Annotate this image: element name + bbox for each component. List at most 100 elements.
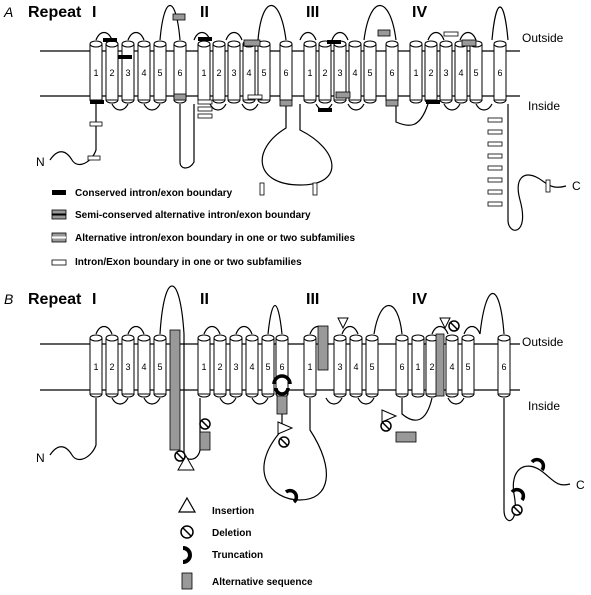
- helix-a-iii-1: 1: [303, 40, 317, 104]
- subfamily-boundary-marker: [545, 179, 551, 193]
- legend-b-label-alternative-sequence: Alternative sequence: [212, 577, 313, 588]
- n-terminus-a: N: [36, 155, 45, 169]
- subfamily-boundary-marker: [87, 155, 101, 161]
- legend-a-item-conserved: Conserved intron/exon boundary: [52, 188, 233, 199]
- helix-a-iv-2: 2: [424, 40, 438, 104]
- helix-b-iii-4-label: 4: [353, 362, 358, 372]
- helix-b-ii-3: 3: [229, 334, 243, 398]
- helix-a-i-2-label: 2: [109, 68, 114, 78]
- helix-b-iii-6: 6: [275, 334, 289, 398]
- legend-a-label-semi-conserved: Semi-conserved alternative intron/exon b…: [75, 210, 311, 221]
- helix-a-ii-6-label: 6: [177, 68, 182, 78]
- insertion-marker-icon: [277, 421, 294, 435]
- alternative-boundary-marker: [243, 39, 261, 47]
- helix-a-iv-2-label: 2: [428, 68, 433, 78]
- boundary-markers-a: [87, 13, 551, 207]
- helix-a-iii-2: 2: [318, 40, 332, 104]
- subfamily-boundary-marker: [247, 94, 263, 100]
- repeat-b-iv-label: IV: [412, 291, 427, 308]
- repeat-b-i-helices: 1 2 3 4 5: [89, 334, 167, 398]
- helix-a-iv-6-label: 6: [389, 68, 394, 78]
- helix-a-iv-4: 4: [454, 40, 468, 104]
- helix-b-ii-2-label: 2: [217, 362, 222, 372]
- repeat-a-i-label: I: [92, 4, 96, 21]
- deletion-marker-icon: [448, 320, 460, 332]
- helix-b-i-1-label: 1: [93, 362, 98, 372]
- helix-a-iii-5: 5: [363, 40, 377, 104]
- subfamily-boundary-marker: [259, 182, 265, 196]
- helix-a-i-1: 1: [89, 40, 103, 104]
- helix-a-iv-5-label: 5: [473, 68, 478, 78]
- insertion-marker-icon: [439, 317, 451, 330]
- helix-b-iii-1: 1: [303, 334, 317, 398]
- panel-a-letter: A: [3, 4, 13, 20]
- helix-a-i-2: 2: [105, 40, 119, 104]
- helix-a-i-3: 3: [121, 40, 135, 104]
- helix-b-ii-1-label: 1: [201, 362, 206, 372]
- c-terminus-b: C: [576, 478, 585, 492]
- subfamily-boundary-marker: [487, 189, 503, 195]
- repeat-b-iii-label: III: [306, 291, 319, 308]
- helix-b-iv-5-label: 5: [465, 362, 470, 372]
- conserved-boundary-marker: [118, 55, 132, 59]
- truncation-marker-icon: [284, 488, 299, 504]
- legend-a-label-subfamily: Intron/Exon boundary in one or two subfa…: [75, 257, 302, 268]
- semi-conserved-boundary-marker: [385, 99, 399, 107]
- deletion-marker-icon: [511, 504, 523, 516]
- deletion-marker-icon: [380, 420, 392, 432]
- panel-b-repeat-title: Repeat: [28, 291, 82, 308]
- helix-b-iii-5: 5: [365, 334, 379, 398]
- deletion-marker-icon: [199, 418, 211, 430]
- c-terminus-a: C: [572, 179, 581, 193]
- helix-b-iv-5: 5: [461, 334, 475, 398]
- truncation-marker-icon: [510, 487, 526, 502]
- helix-b-i-4: 4: [137, 334, 151, 398]
- truncation-marker-icon: [272, 374, 292, 385]
- subfamily-boundary-marker: [197, 113, 213, 119]
- helix-b-ii-5: 5: [261, 334, 275, 398]
- panel-a: A Repeat I II III IV Outside Inside: [3, 4, 581, 268]
- helix-b-ii-4-label: 4: [249, 362, 254, 372]
- outside-label-b: Outside: [522, 335, 564, 349]
- conserved-boundary-marker: [198, 37, 212, 41]
- backbone-b: [49, 285, 571, 522]
- alternative-boundary-marker: [335, 91, 351, 99]
- helix-a-i-5: 5: [153, 40, 167, 104]
- helix-a-iv-6b-label: 6: [497, 68, 502, 78]
- helix-a-ii-4: 4: [242, 40, 256, 104]
- helix-b-i-2: 2: [105, 334, 119, 398]
- alternative-sequence-marker: [276, 395, 288, 415]
- helix-b-i-3-label: 3: [125, 362, 130, 372]
- helix-a-iii-4-label: 4: [352, 68, 357, 78]
- alternative-sequence-marker: [169, 329, 181, 451]
- inside-label-b: Inside: [528, 399, 560, 413]
- conserved-boundary-marker: [426, 100, 440, 104]
- subfamily-boundary-marker: [487, 141, 503, 147]
- helix-b-ii-5-label: 5: [265, 362, 270, 372]
- helix-b-ii-1: 1: [197, 334, 211, 398]
- conserved-boundary-marker: [90, 100, 104, 104]
- conserved-boundary-marker: [318, 108, 332, 112]
- helix-a-ii-1-label: 1: [201, 68, 206, 78]
- helix-a-ii-6: 6: [173, 40, 187, 104]
- repeat-b-iv-helices: 6 1 2 4 5 6: [395, 334, 511, 398]
- helix-b-iii-4: 4: [349, 334, 363, 398]
- deletion-marker-icon: [174, 450, 186, 462]
- truncation-marker-icon: [530, 457, 546, 472]
- conserved-marker-icon: [52, 190, 66, 195]
- helix-b-iii-5-label: 5: [369, 362, 374, 372]
- helix-a-iv-5: 5: [469, 40, 483, 104]
- helix-b-i-1: 1: [89, 334, 103, 398]
- legend-b: Insertion Deletion Truncation Alternativ…: [177, 496, 313, 590]
- helix-b-i-3: 3: [121, 334, 135, 398]
- helix-a-i-4: 4: [137, 40, 151, 104]
- repeat-b-ii-label: II: [200, 291, 209, 308]
- helix-b-i-4-label: 4: [141, 362, 146, 372]
- insertion-marker-icon: [381, 409, 398, 423]
- helix-a-iv-3-label: 3: [443, 68, 448, 78]
- helix-b-iv-6: 6: [395, 334, 409, 398]
- legend-a-item-alternative: Alternative intron/exon boundary in one …: [51, 232, 355, 244]
- legend-a-item-subfamily: Intron/Exon boundary in one or two subfa…: [51, 257, 302, 268]
- helix-a-ii-3-label: 3: [231, 68, 236, 78]
